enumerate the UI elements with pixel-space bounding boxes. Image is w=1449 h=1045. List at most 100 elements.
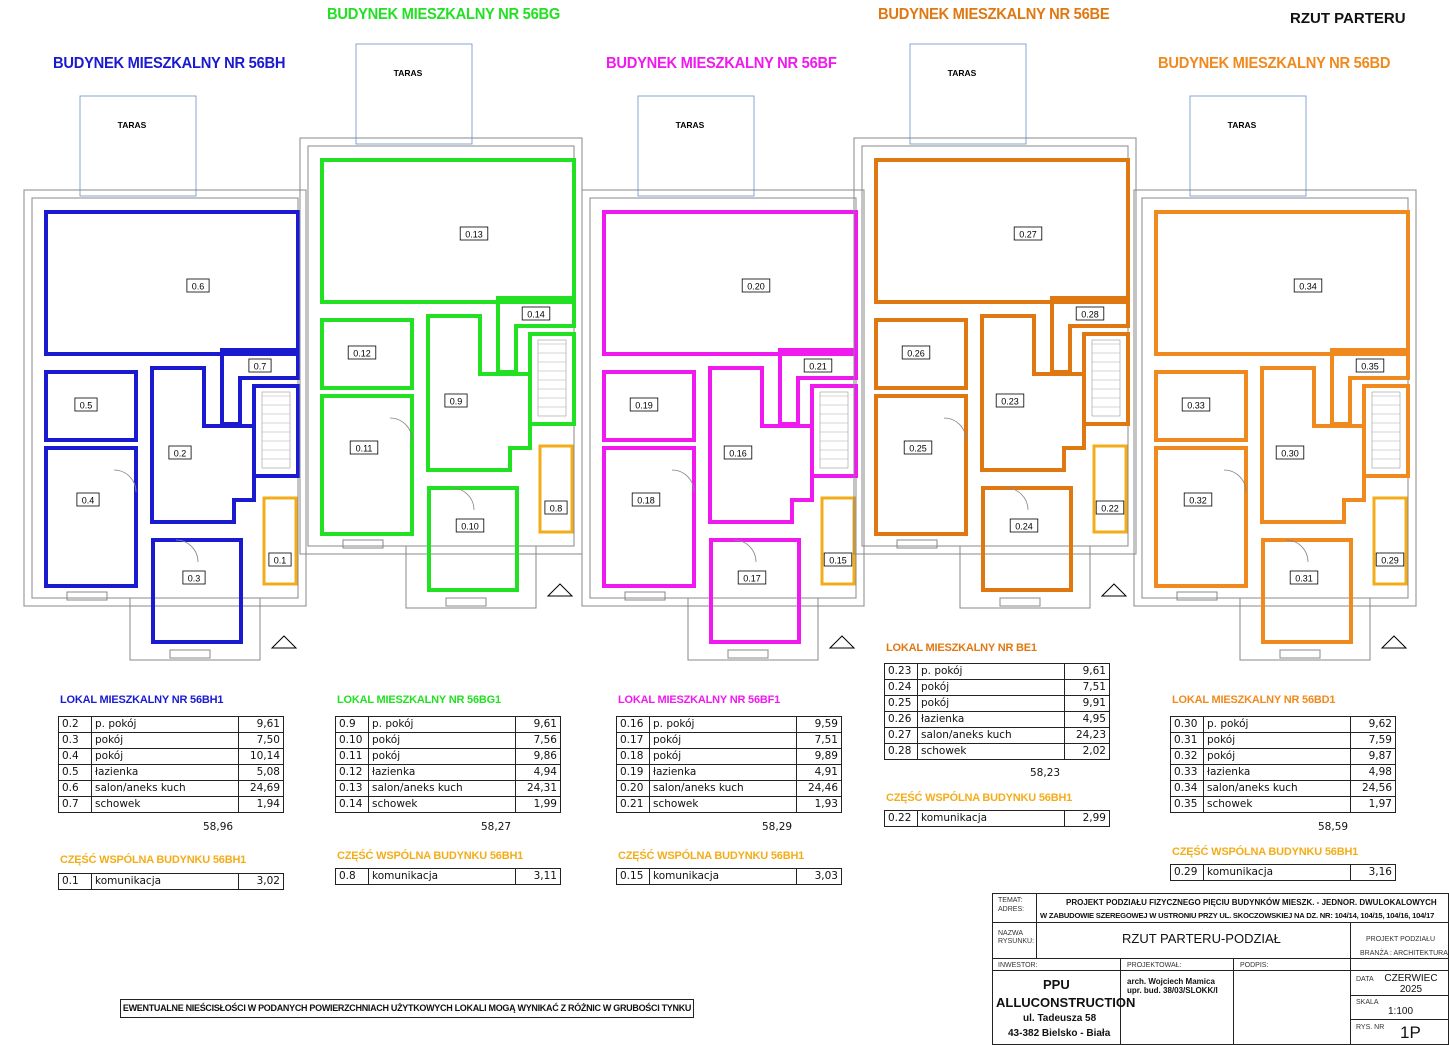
outer-wall (23, 189, 307, 607)
room-label-storage: 0.14 (527, 310, 545, 320)
room-hall (1260, 366, 1366, 524)
table-cell: łazienka (91, 764, 239, 781)
table-cell: 0.15 (616, 868, 650, 885)
building-title-56be: BUDYNEK MIESZKALNY NR 56BE (878, 6, 1110, 23)
room-label-storage: 0.35 (1361, 362, 1379, 372)
room-label-communication: 0.22 (1101, 504, 1119, 514)
table-cell: 2,99 (1064, 810, 1110, 827)
unit-total-56bf1: 58,29 (762, 821, 793, 833)
room-label-bedroom-large: 0.25 (909, 444, 927, 454)
table-cell: 0.22 (884, 810, 918, 827)
room-label-living: 0.20 (747, 282, 765, 292)
table-cell: 1,93 (796, 796, 842, 813)
door-arc (451, 487, 475, 511)
table-cell: 0.3 (58, 732, 92, 749)
table-cell: 0.24 (884, 679, 918, 696)
room-label-box (823, 552, 853, 567)
outer-wall (853, 137, 1137, 555)
table-cell: salon/aneks kuch (368, 780, 516, 797)
table-cell: 0.18 (616, 748, 650, 765)
table-cell: 3,03 (796, 868, 842, 885)
common-heading-56bf1: CZĘŚĆ WSPÓLNA BUDYNKU 56BH1 (618, 850, 805, 862)
window (896, 539, 938, 549)
terrace-label: TARAS (394, 68, 423, 78)
inwestor-label: INWESTOR: (998, 962, 1038, 969)
entrance-mark (270, 635, 298, 649)
investor-line-1: PPU (1043, 977, 1070, 992)
plaster-note: EWENTUALNE NIEŚCISŁOŚCI W PODANYCH POWIE… (120, 999, 694, 1018)
entrance-mark (1380, 635, 1408, 649)
unit-heading-56bg1: LOKAL MIESZKALNY NR 56BG1 (337, 694, 501, 706)
terrace-outline (637, 95, 755, 197)
table-cell: komunikacja (649, 868, 797, 885)
door-arc (671, 469, 695, 493)
table-cell: 4,94 (515, 764, 561, 781)
room-label-box (186, 278, 210, 293)
table-cell: 24,31 (515, 780, 561, 797)
building-title-56bh: BUDYNEK MIESZKALNY NR 56BH (53, 55, 286, 72)
room-communication (538, 444, 574, 534)
room-label-box (455, 518, 485, 533)
table-cell: 1,94 (238, 796, 284, 813)
table-cell: 3,11 (515, 868, 561, 885)
table-cell: 0.30 (1170, 716, 1204, 733)
terrace-outline (909, 43, 1027, 145)
door-arc (175, 539, 199, 563)
table-cell: 7,50 (238, 732, 284, 749)
room-label-living: 0.34 (1299, 282, 1317, 292)
room-label-box (1275, 445, 1305, 460)
unit-heading-56bd1: LOKAL MIESZKALNY NR 56BD1 (1172, 694, 1336, 706)
room-bedroom-small (981, 486, 1073, 592)
room-label-box (723, 445, 753, 460)
table-cell: 0.32 (1170, 748, 1204, 765)
nazwa-label: NAZWA (998, 930, 1024, 937)
room-label-bedroom-large: 0.4 (82, 496, 95, 506)
bay-wall (1239, 597, 1371, 661)
room-bedroom-large (1154, 446, 1248, 588)
table-cell: 9,86 (515, 748, 561, 765)
table-cell: 0.19 (616, 764, 650, 781)
room-label-box (349, 440, 379, 455)
room-label-bathroom: 0.5 (80, 401, 93, 411)
table-cell: p. pokój (91, 716, 239, 733)
room-label-hall: 0.30 (1281, 449, 1299, 459)
table-cell: p. pokój (917, 663, 1065, 680)
table-cell: 9,62 (1350, 716, 1396, 733)
floor-plan: TARAS0.60.70.50.20.40.30.1TARAS0.130.140… (23, 43, 1417, 661)
stair-lines (819, 391, 849, 469)
table-cell: 9,61 (238, 716, 284, 733)
room-label-box (76, 492, 100, 507)
table-cell: 9,59 (796, 716, 842, 733)
table-cell: 2,02 (1064, 743, 1110, 760)
table-cell: 7,59 (1350, 732, 1396, 749)
terrace-label: TARAS (948, 68, 977, 78)
room-label-communication: 0.29 (1381, 556, 1399, 566)
door-arc (389, 417, 413, 441)
table-cell: 0.12 (335, 764, 369, 781)
table-cell: 0.4 (58, 748, 92, 765)
terrace-label: TARAS (118, 120, 147, 130)
room-label-box (182, 570, 206, 585)
table-cell: 3,02 (238, 873, 284, 890)
room-label-hall: 0.9 (450, 397, 463, 407)
table-cell: komunikacja (1203, 864, 1351, 881)
projektowal-label: PROJEKTOWAŁ: (1127, 962, 1182, 969)
room-living (602, 210, 858, 356)
room-hall (426, 314, 532, 472)
table-cell: p. pokój (649, 716, 797, 733)
scale: 1:100 (1388, 1006, 1414, 1017)
room-label-hall: 0.23 (1001, 397, 1019, 407)
table-cell: pokój (649, 748, 797, 765)
table-cell: 0.8 (335, 868, 369, 885)
